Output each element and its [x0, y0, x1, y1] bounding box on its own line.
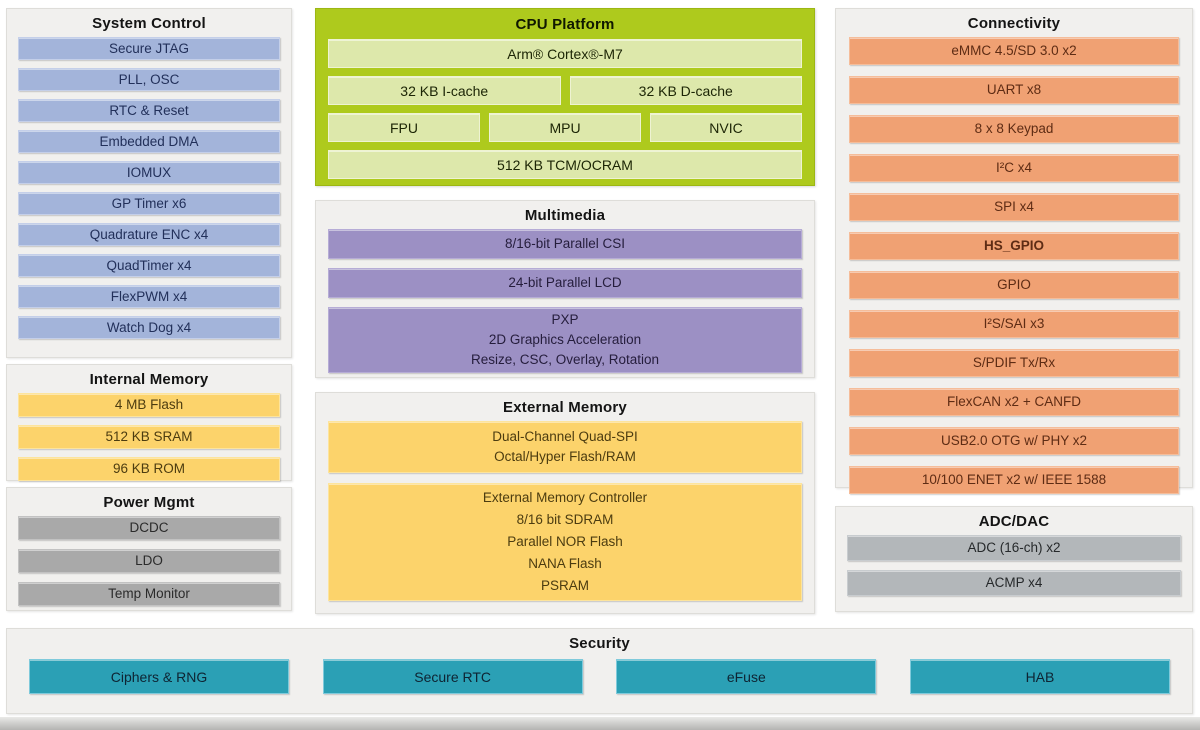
block-ldo: LDO — [18, 549, 280, 573]
block-dcdc: DCDC — [18, 516, 280, 540]
block-quadtimer: QuadTimer x4 — [18, 254, 280, 277]
block-enet: 10/100 ENET x2 w/ IEEE 1588 — [849, 466, 1179, 494]
multimedia-title: Multimedia — [524, 207, 606, 224]
block-sram-512kb: 512 KB SRAM — [18, 425, 280, 449]
block-hab: HAB — [909, 659, 1170, 694]
connectivity-title: Connectivity — [967, 15, 1061, 32]
block-spi: SPI x4 — [849, 193, 1179, 221]
block-adc: ADC (16-ch) x2 — [847, 535, 1181, 561]
block-temp-monitor: Temp Monitor — [18, 582, 280, 606]
cpu-platform-panel: CPU Platform Arm® Cortex®-M7 32 KB I-cac… — [315, 8, 815, 186]
block-flexcan: FlexCAN x2 + CANFD — [849, 388, 1179, 416]
block-flash-4mb: 4 MB Flash — [18, 393, 280, 417]
external-memory-panel: External Memory Dual-Channel Quad-SPI Oc… — [315, 392, 815, 614]
security-panel: Security Ciphers & RNG Secure RTC eFuse … — [6, 628, 1193, 714]
block-i-cache: 32 KB I-cache — [328, 76, 561, 105]
block-gpio: GPIO — [849, 271, 1179, 299]
block-uart: UART x8 — [849, 76, 1179, 104]
block-parallel-lcd: 24-bit Parallel LCD — [328, 268, 802, 298]
block-spdif: S/PDIF Tx/Rx — [849, 349, 1179, 377]
block-efuse: eFuse — [616, 659, 877, 694]
block-rtc-reset: RTC & Reset — [18, 99, 280, 122]
block-embedded-dma: Embedded DMA — [18, 130, 280, 153]
block-quadrature-enc: Quadrature ENC x4 — [18, 223, 280, 246]
external-memory-title: External Memory — [503, 399, 627, 416]
block-external-memory-controller: External Memory Controller 8/16 bit SDRA… — [328, 483, 802, 601]
connectivity-panel: Connectivity eMMC 4.5/SD 3.0 x2 UART x8 … — [835, 8, 1193, 494]
block-mpu: MPU — [489, 113, 641, 142]
block-parallel-csi: 8/16-bit Parallel CSI — [328, 229, 802, 259]
cpu-platform-title: CPU Platform — [515, 16, 615, 33]
block-rom-96kb: 96 KB ROM — [18, 457, 280, 481]
block-quad-spi: Dual-Channel Quad-SPI Octal/Hyper Flash/… — [328, 421, 802, 473]
block-i2c: I²C x4 — [849, 154, 1179, 182]
system-control-title: System Control — [92, 15, 206, 32]
block-hs-gpio: HS_GPIO — [849, 232, 1179, 260]
adc-dac-panel: ADC/DAC ADC (16-ch) x2 ACMP x4 — [835, 506, 1193, 612]
system-control-panel: System Control Secure JTAG PLL, OSC RTC … — [6, 8, 292, 358]
power-mgmt-panel: Power Mgmt DCDC LDO Temp Monitor — [6, 487, 292, 611]
internal-memory-panel: Internal Memory 4 MB Flash 512 KB SRAM 9… — [6, 364, 292, 481]
internal-memory-title: Internal Memory — [89, 371, 209, 388]
block-d-cache: 32 KB D-cache — [569, 76, 802, 105]
block-iomux: IOMUX — [18, 161, 280, 184]
adc-dac-title: ADC/DAC — [978, 513, 1050, 530]
block-pxp: PXP 2D Graphics Acceleration Resize, CSC… — [328, 307, 802, 373]
block-secure-jtag: Secure JTAG — [18, 37, 280, 60]
security-title: Security — [569, 635, 630, 652]
block-cortex-m7: Arm® Cortex®-M7 — [328, 39, 802, 68]
multimedia-panel: Multimedia 8/16-bit Parallel CSI 24-bit … — [315, 200, 815, 378]
page-edge-shadow — [0, 717, 1200, 730]
block-secure-rtc: Secure RTC — [322, 659, 583, 694]
block-fpu: FPU — [328, 113, 480, 142]
block-usb-otg: USB2.0 OTG w/ PHY x2 — [849, 427, 1179, 455]
block-ciphers-rng: Ciphers & RNG — [29, 659, 289, 694]
block-i2s-sai: I²S/SAI x3 — [849, 310, 1179, 338]
block-gp-timer: GP Timer x6 — [18, 192, 280, 215]
block-emmc-sd: eMMC 4.5/SD 3.0 x2 — [849, 37, 1179, 65]
block-acmp: ACMP x4 — [847, 570, 1181, 596]
block-watchdog: Watch Dog x4 — [18, 316, 280, 339]
block-tcm-ocram: 512 KB TCM/OCRAM — [328, 150, 802, 179]
block-flexpwm: FlexPWM x4 — [18, 285, 280, 308]
block-keypad: 8 x 8 Keypad — [849, 115, 1179, 143]
block-nvic: NVIC — [650, 113, 802, 142]
block-pll-osc: PLL, OSC — [18, 68, 280, 91]
power-mgmt-title: Power Mgmt — [103, 494, 195, 511]
